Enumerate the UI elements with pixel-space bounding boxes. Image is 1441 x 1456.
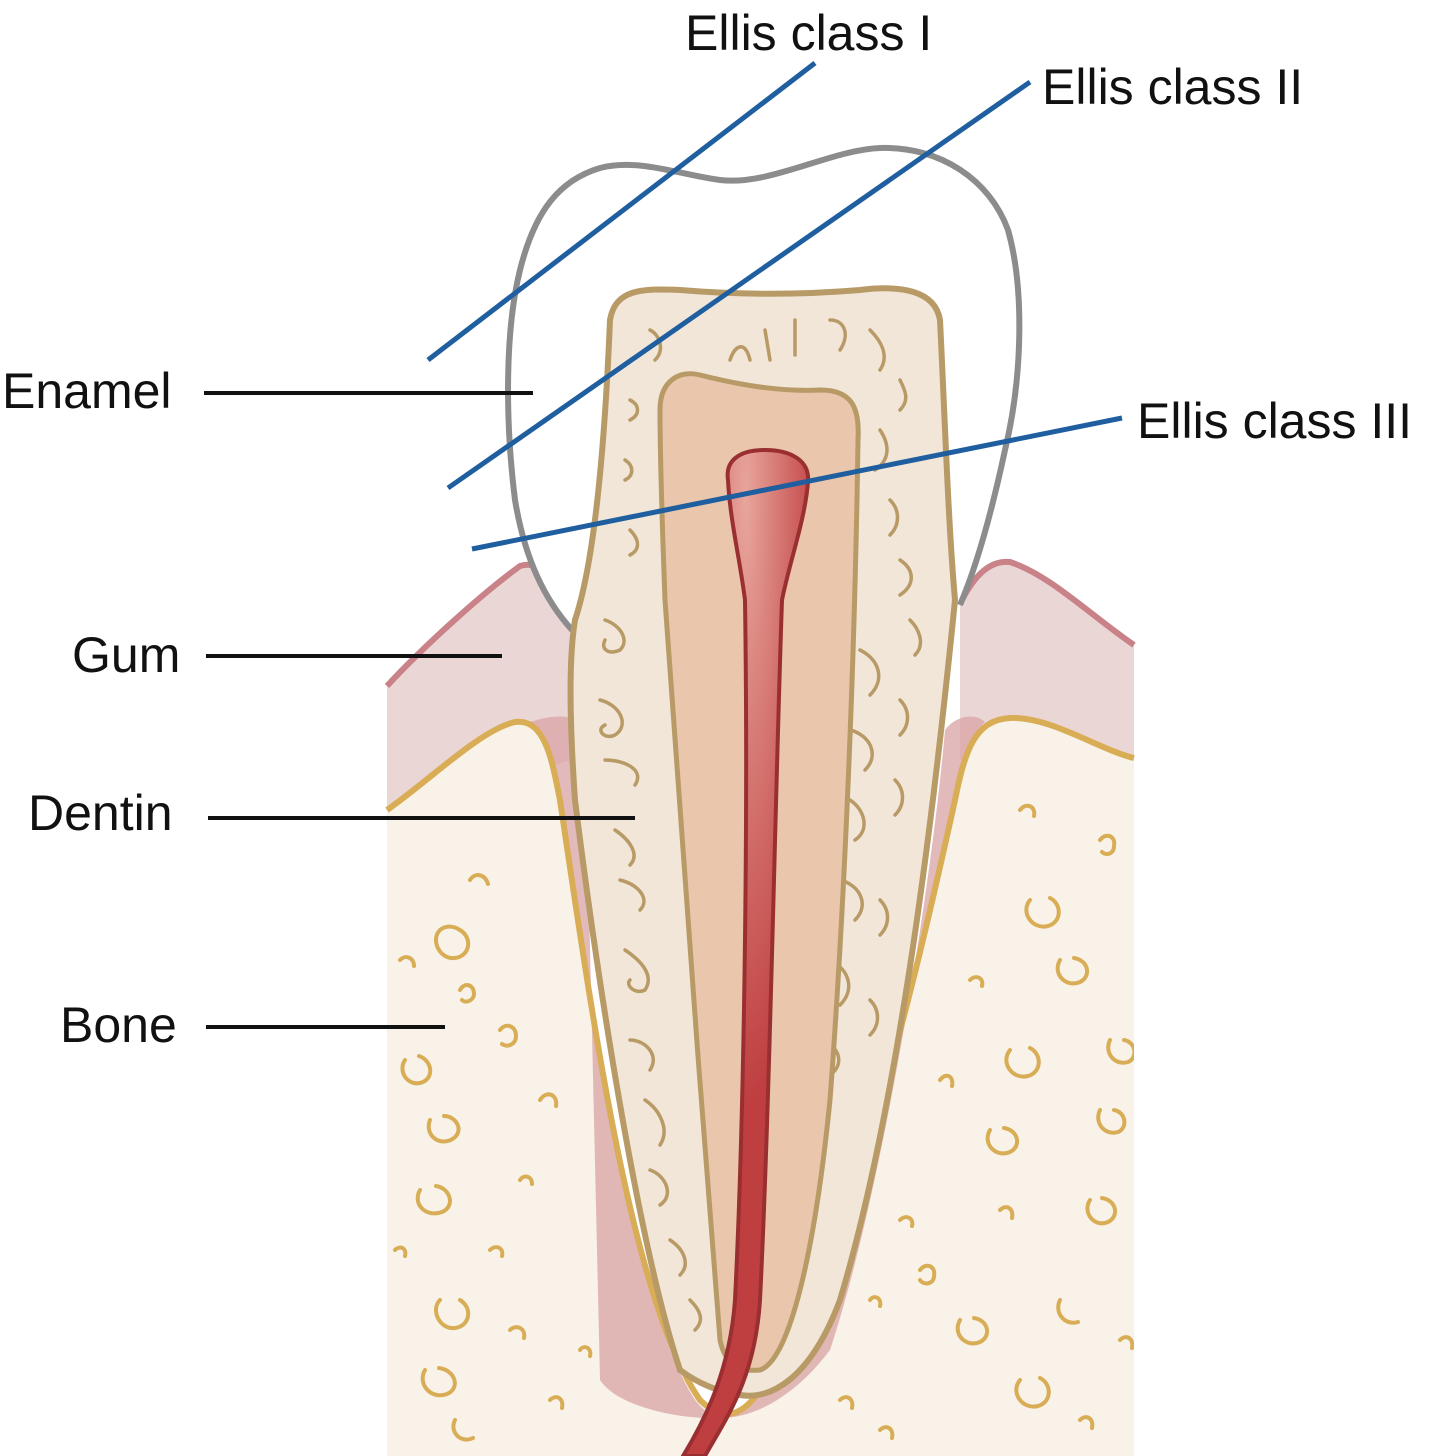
- ellis-class-2-line: [446, 79, 1032, 491]
- ellis-class-2-label: Ellis class II: [1042, 59, 1304, 115]
- ellis-class-1-line: [426, 61, 817, 362]
- enamel-label: Enamel: [2, 363, 172, 419]
- bone-label: Bone: [60, 997, 177, 1053]
- pulp-canal: [680, 447, 811, 1456]
- enamel-crown: [508, 147, 1020, 630]
- gum-outline-right: [959, 558, 1136, 648]
- dentin-label: Dentin: [28, 785, 173, 841]
- gum-label: Gum: [72, 627, 181, 683]
- ellis-class-3-line: [471, 415, 1123, 552]
- ellis-class-1-label: Ellis class I: [685, 5, 933, 61]
- bone-outline-left: [385, 718, 763, 1417]
- ellis-class-3-label: Ellis class III: [1137, 393, 1413, 449]
- bone-trabeculae: [393, 803, 1134, 1442]
- enamel-outline: [505, 144, 1023, 633]
